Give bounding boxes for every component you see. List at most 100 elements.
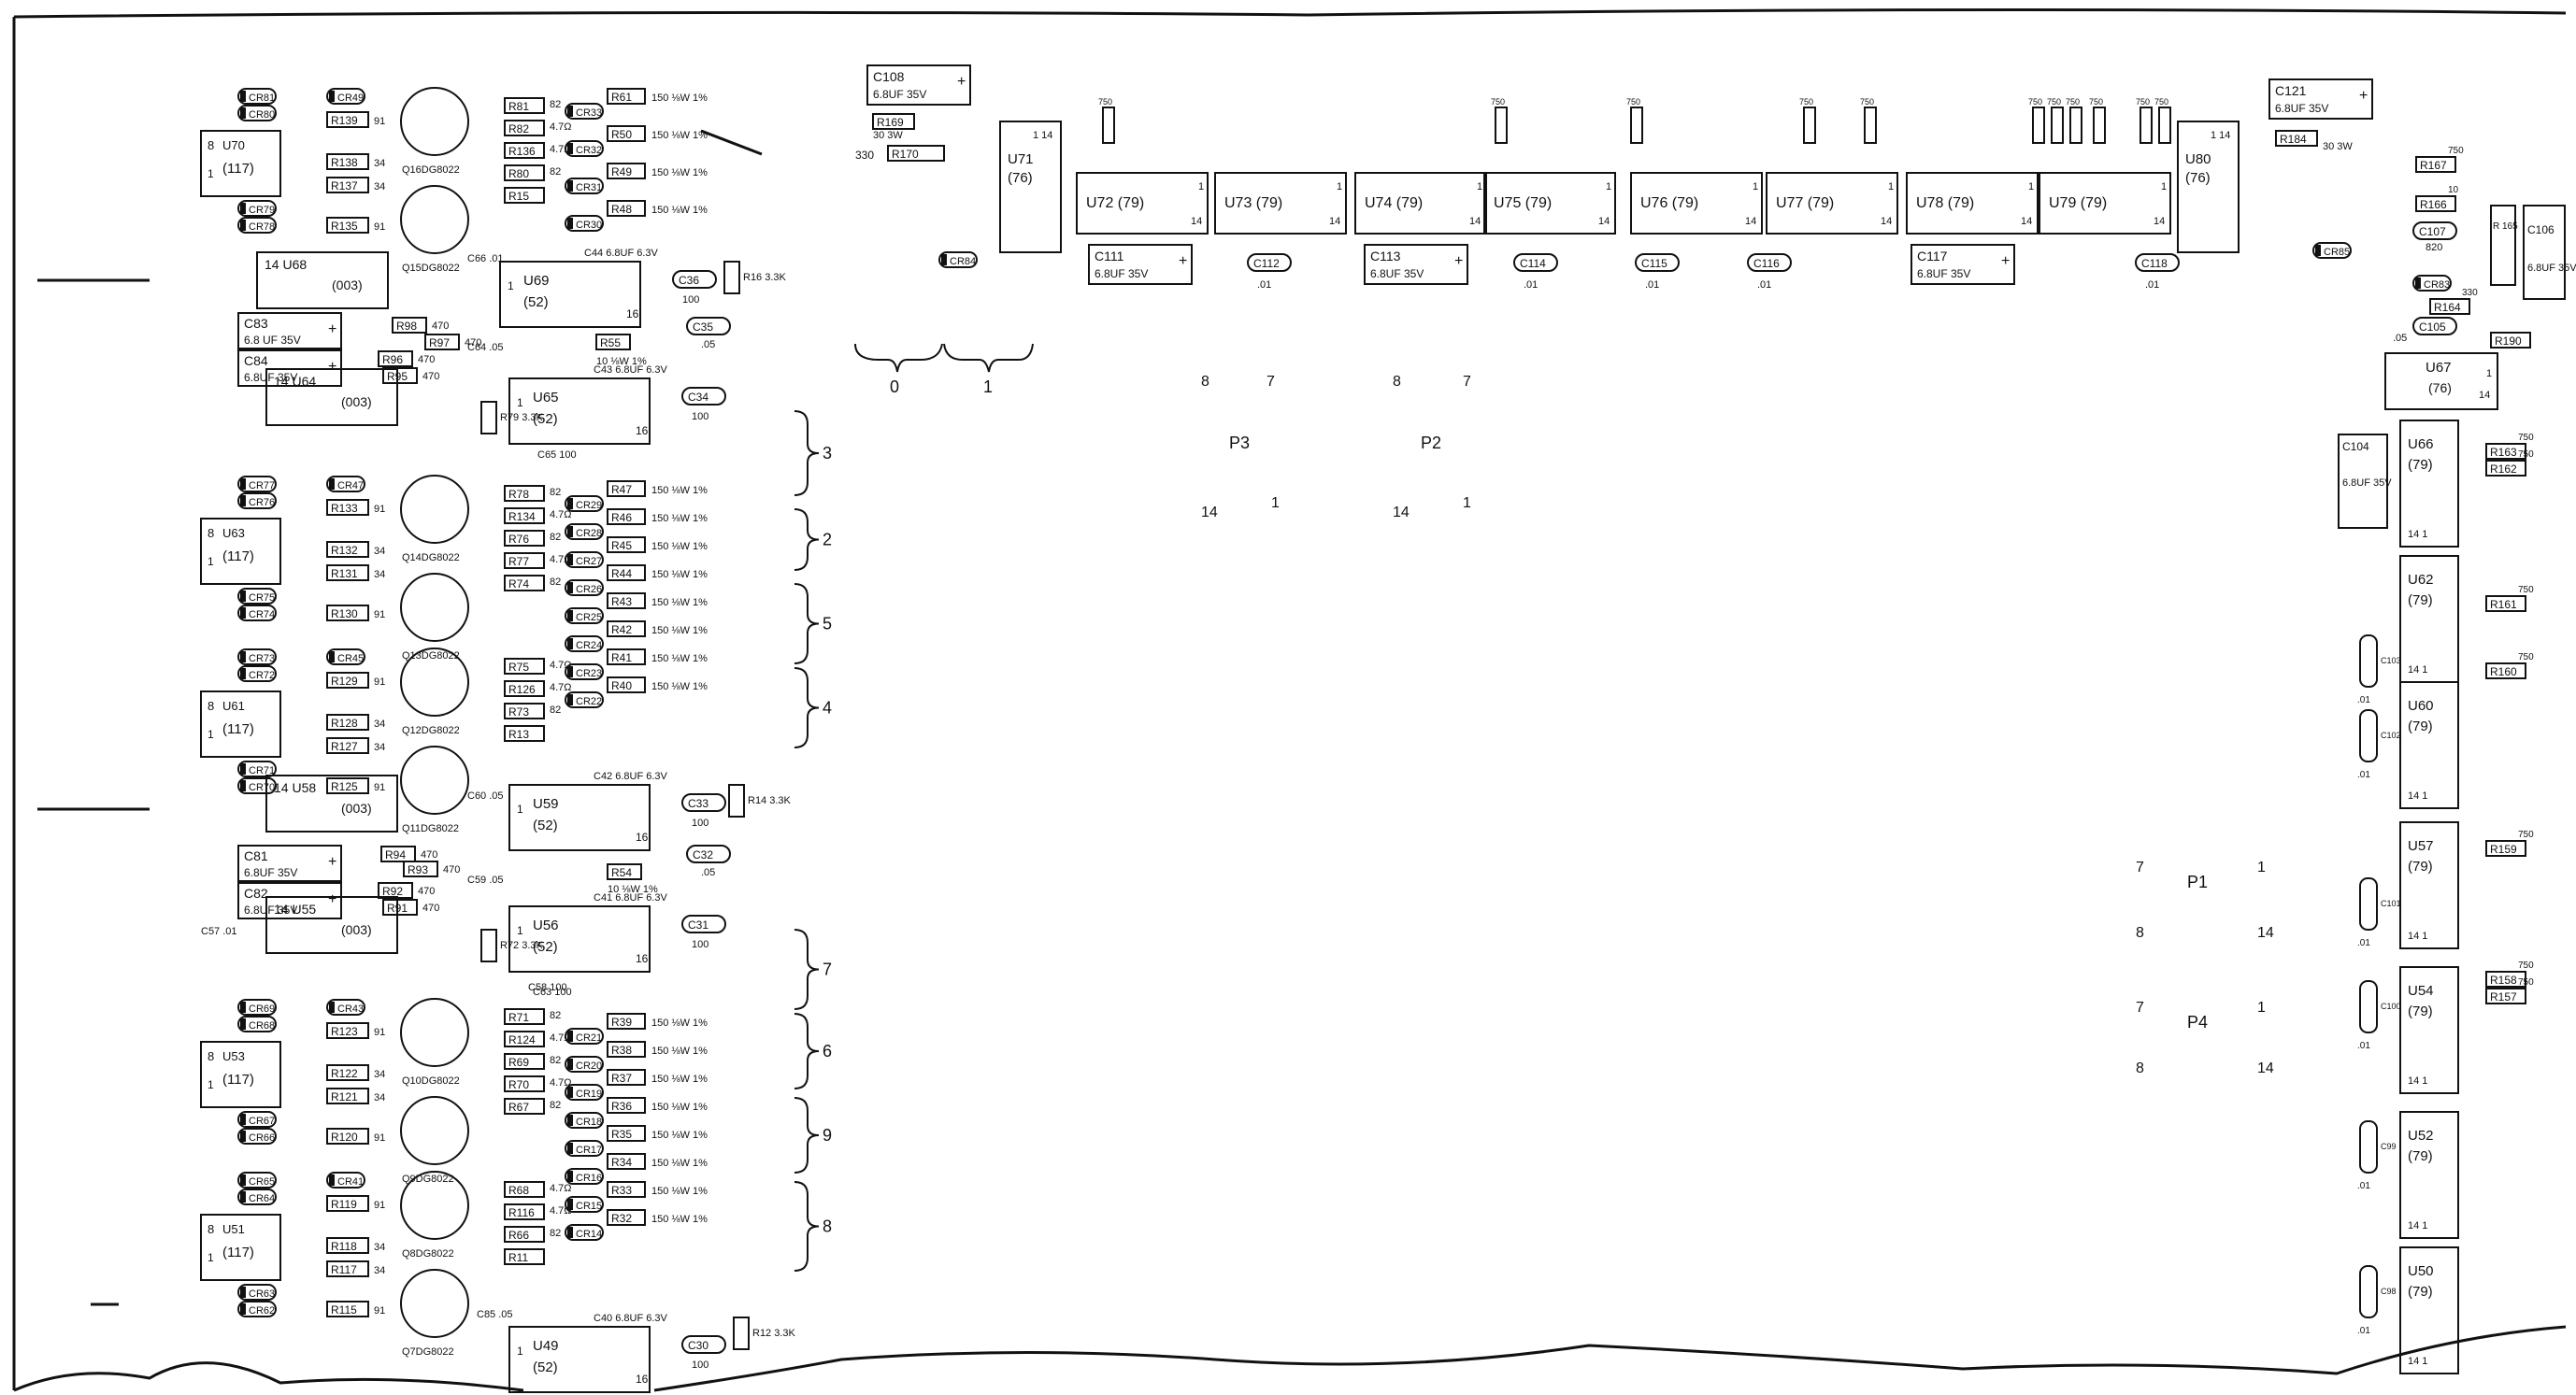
small-cap-label: C102: [2381, 731, 2401, 740]
diode: CR47: [326, 476, 365, 492]
diode-body: [565, 495, 604, 512]
resistor: R117: [326, 1260, 369, 1277]
resistor-body: [504, 120, 545, 136]
brace-label: 7: [823, 961, 832, 979]
pin-14: 14: [1598, 216, 1610, 227]
diode: CR81: [237, 88, 277, 105]
resistor-body: [378, 350, 413, 367]
ic-003-name: 14 U68: [265, 257, 307, 272]
transistor-label: Q9DG8022: [402, 1174, 454, 1185]
cap-value: .01: [2145, 279, 2159, 291]
top-ic: U78 (79)114: [1906, 172, 2039, 235]
resistor-value: 82: [550, 1010, 561, 1021]
capacitor-label: C32: [693, 848, 713, 861]
diode-body: [565, 178, 604, 194]
diode-body: [237, 665, 277, 682]
resistor-body: [607, 1013, 646, 1030]
diode-label: CR47: [337, 480, 364, 491]
resistor: R73: [504, 703, 545, 719]
resistor-label: R128: [331, 717, 358, 730]
top-cap-label: C117: [1917, 249, 1948, 263]
ic-117: [200, 130, 281, 197]
resistor: R36: [607, 1097, 646, 1114]
resistor-body: [326, 714, 369, 731]
cap-value: .01: [1524, 279, 1538, 291]
resistor-value: 34: [374, 742, 385, 753]
resistor-value: 4.7Ω: [550, 1183, 572, 1194]
vertical-resistor: [1630, 107, 1643, 144]
ic-117: [200, 690, 281, 758]
resistor: R131: [326, 564, 369, 581]
group-brace: [794, 667, 820, 748]
resistor: R164: [2429, 298, 2470, 315]
vertical-resistor: [2490, 205, 2516, 286]
polarity-plus: +: [328, 891, 336, 907]
resistor-label: R115: [331, 1303, 357, 1317]
diode-body: [326, 999, 365, 1016]
resistor-body: [504, 1031, 545, 1047]
pin-1: 1: [517, 396, 523, 409]
diode-body: [237, 588, 277, 605]
resistor-label: R43: [611, 595, 632, 608]
pin-16: 16: [636, 1373, 649, 1386]
resistor-body: [504, 575, 545, 591]
resistor-label: R158: [2490, 974, 2517, 987]
top-ic: U80(76)1 14: [2177, 121, 2240, 253]
group-brace: [794, 929, 820, 1010]
right-ic: U67(76)114: [2384, 352, 2498, 410]
diode-band: [240, 1002, 246, 1013]
diode: CR30: [565, 215, 604, 232]
ic-pin-8: 8: [208, 699, 214, 713]
regulator-body: [499, 261, 641, 328]
resistor: R48: [607, 200, 646, 217]
resistor-label: R170: [892, 148, 919, 161]
resistor-value: 91: [374, 1305, 385, 1317]
resistor-value: 34: [374, 719, 385, 730]
cap-value: .01: [1257, 279, 1271, 291]
resistor: R91: [382, 899, 418, 916]
diode-band: [567, 610, 573, 621]
resistor-value: 150 ⅛W 1%: [651, 93, 708, 104]
bus-cap-value: 6.8UF 35V: [244, 904, 297, 917]
diode: CR68: [237, 1016, 277, 1032]
ic-name: U51: [222, 1222, 245, 1236]
pin-14: 14: [2154, 216, 2165, 227]
diode-band: [567, 106, 573, 117]
cap-value: .01: [2357, 938, 2370, 948]
resistor-value: 150 ⅛W 1%: [651, 1130, 708, 1141]
resistor: R126: [504, 680, 545, 697]
regulator-name: U65: [533, 390, 559, 406]
pin-16: 16: [626, 307, 639, 320]
resistor-body: [607, 480, 646, 497]
diode-label: CR73: [249, 653, 275, 664]
diode-band: [941, 254, 947, 265]
ic-name: U74 (79): [1365, 195, 1423, 211]
resistor-value: 470: [418, 886, 435, 897]
ic-name: U54: [2408, 983, 2434, 999]
brace-label: 2: [823, 531, 832, 549]
ic-003: [265, 368, 398, 426]
cap-value: 100: [682, 294, 699, 306]
resistor: R138: [326, 153, 369, 170]
diode-body: [565, 1112, 604, 1129]
resistor-label: R41: [611, 651, 632, 664]
diode: CR14: [565, 1224, 604, 1241]
cap-label-small: C59 .05: [467, 875, 504, 886]
resistor-label: R35: [611, 1128, 632, 1141]
capacitor-body: [1513, 253, 1558, 272]
resistor-label: R12 3.3K: [752, 1328, 796, 1339]
diode: CR71: [237, 761, 277, 777]
resistor-label: R50: [611, 128, 632, 141]
resistor-body: [326, 1022, 369, 1039]
small-cap-label: C99: [2381, 1142, 2397, 1151]
resistor-body: [504, 507, 545, 524]
connector-pin: 8: [2136, 925, 2144, 941]
pin-16: 16: [636, 831, 649, 844]
resistor-body: [326, 1260, 369, 1277]
resistor-body: [2490, 332, 2531, 349]
